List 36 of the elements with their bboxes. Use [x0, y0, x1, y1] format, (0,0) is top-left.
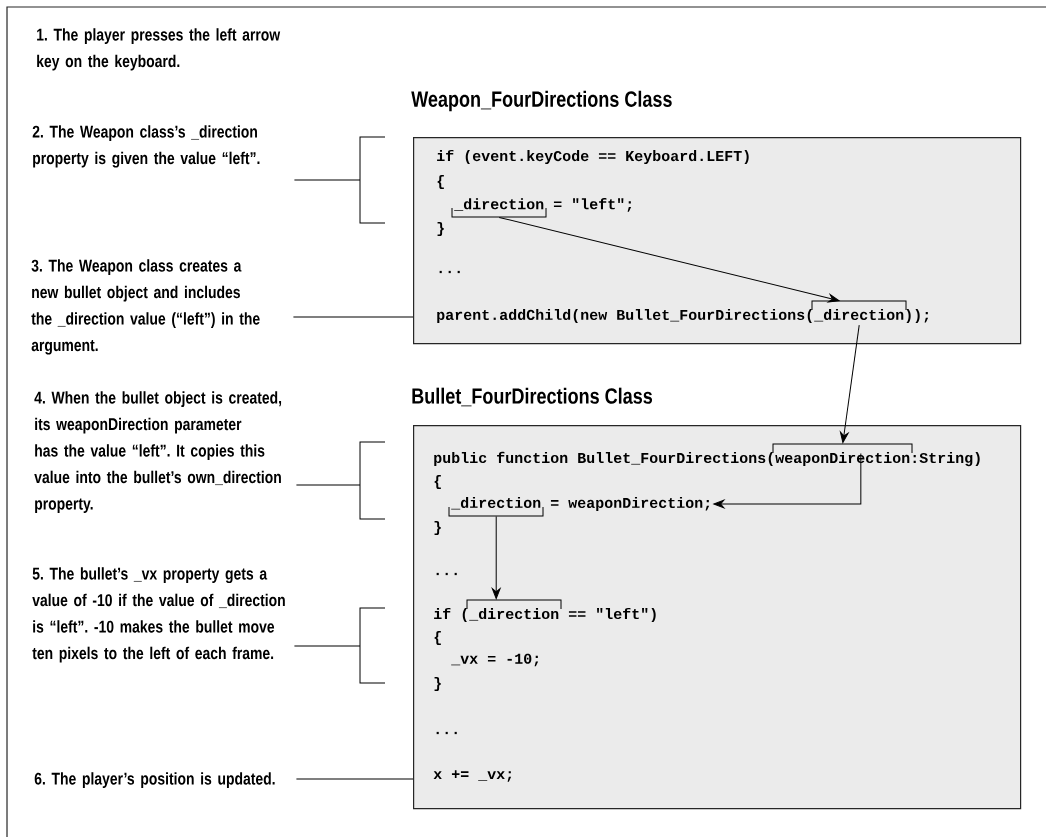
- leader-line: [292, 316, 414, 318]
- code-line: {: [437, 175, 444, 189]
- code-line: }: [437, 222, 444, 236]
- box-heading: Bullet_FourDirections Class: [412, 387, 653, 407]
- code-line: _direction = "left";: [454, 198, 632, 212]
- bracket: [466, 599, 562, 610]
- code-line: if (event.keyCode == Keyboard.LEFT): [437, 149, 749, 165]
- step-text: 6. The player’s position is updated.: [34, 772, 275, 789]
- code-line: {: [434, 631, 441, 645]
- leader-line: [295, 441, 386, 520]
- box-heading: Weapon_FourDirections Class: [411, 90, 672, 112]
- code-line: if (_direction == "left"): [434, 607, 656, 623]
- step-text: 3. The Weapon class creates a new bullet object and includes the _direction value (“left”) in the argument.: [31, 259, 260, 355]
- arrow: [713, 452, 862, 509]
- code-line: {: [434, 475, 441, 489]
- step-text: 4. When the bullet object is created, its weaponDirection parameter has the value “left”. It copies this value into the bullet’s own_direction property.: [34, 391, 282, 514]
- code-line: }: [434, 677, 441, 691]
- leader-line: [293, 607, 386, 684]
- code-line: parent.addChild(new Bullet_FourDirections(_direction));: [437, 309, 929, 323]
- code-line: ...: [436, 572, 457, 576]
- code-line: }: [434, 521, 441, 535]
- bracket: [772, 443, 913, 454]
- code-line: ...: [436, 731, 457, 735]
- leader-line: [293, 136, 386, 224]
- code-line: x += _vx;: [433, 770, 512, 782]
- arrow: [498, 216, 840, 303]
- arrow: [491, 515, 501, 600]
- code-line: _vx = -10;: [451, 653, 539, 667]
- code-line: ...: [439, 270, 460, 274]
- code-line: _direction = weaponDirection;: [451, 497, 710, 511]
- arrow: [839, 324, 860, 444]
- bracket: [811, 300, 907, 311]
- leader-line: [295, 778, 414, 780]
- step-text: 1. The player presses the left arrow key on the keyboard.: [37, 28, 281, 71]
- step-text: 2. The Weapon class’s _direction property is given the value “left”.: [32, 125, 260, 168]
- step-text: 5. The bullet’s _vx property gets a value of -10 if the value of _direction is “left”. -10 makes the bullet move ten pixels to the left of each frame.: [32, 567, 285, 663]
